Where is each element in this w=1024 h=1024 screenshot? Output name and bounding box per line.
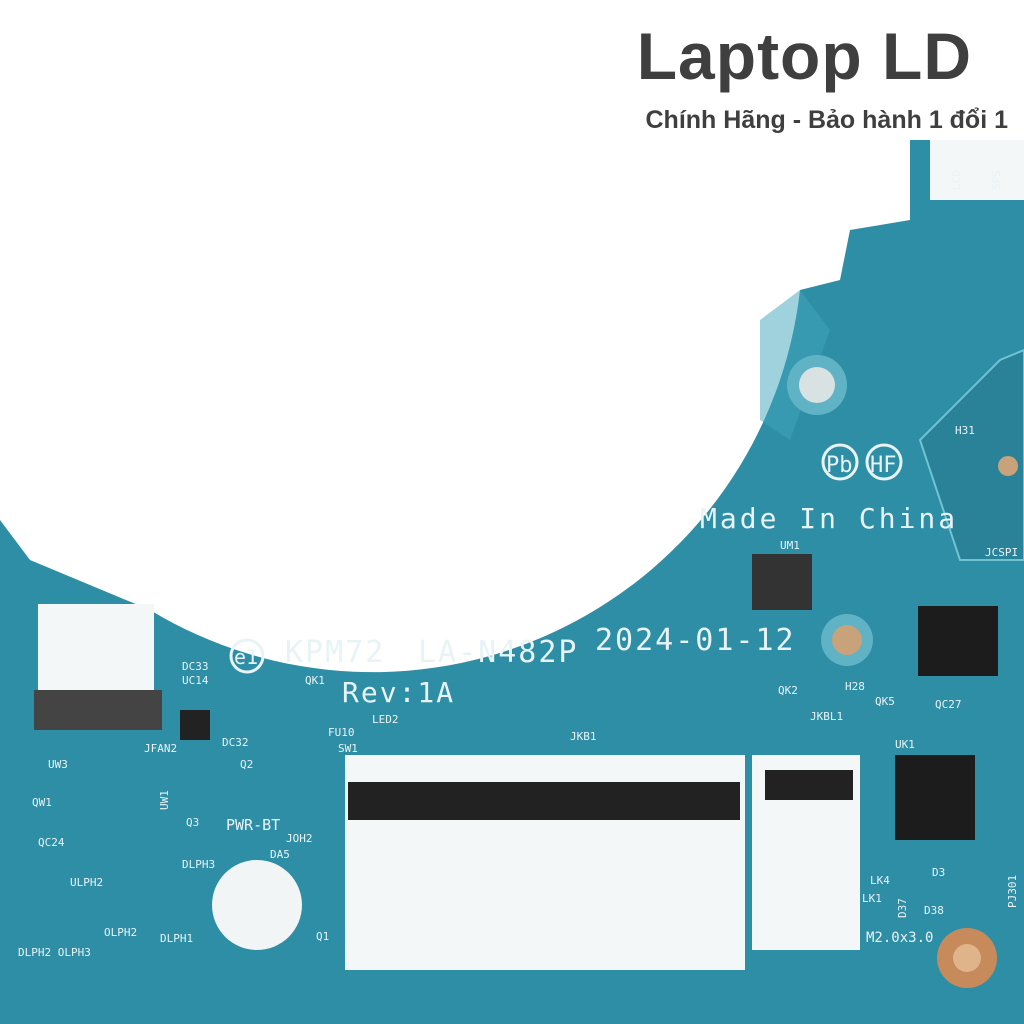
silkscreen-label: D38 bbox=[924, 904, 944, 917]
silkscreen-label: QW1 bbox=[32, 796, 52, 809]
silkscreen-label: JCSPI bbox=[985, 546, 1018, 559]
silkscreen-label: SPS bbox=[990, 170, 1003, 190]
board-marks: Pb HF e1 bbox=[229, 443, 903, 674]
heatsink-pad bbox=[918, 348, 1024, 561]
silkscreen-label: QK2 bbox=[778, 684, 798, 697]
pb-free-mark: Pb bbox=[826, 453, 853, 478]
silkscreen-label: LCD bbox=[950, 170, 963, 190]
board-revision: Rev:1A bbox=[342, 676, 455, 709]
silkscreen-label: JOH2 bbox=[286, 832, 313, 845]
silkscreen-label: Q3 bbox=[186, 816, 199, 829]
silkscreen-label: QC24 bbox=[38, 836, 65, 849]
silkscreen-label: M2.0x3.0 bbox=[866, 930, 933, 946]
board-model: KPM72 bbox=[285, 635, 385, 670]
silkscreen-label: UW3 bbox=[48, 758, 68, 771]
silkscreen-label: JKBL1 bbox=[810, 710, 843, 723]
ene-chip bbox=[895, 755, 975, 840]
winbond-chip bbox=[918, 606, 998, 676]
e1-mark: e1 bbox=[234, 645, 258, 669]
watermark-slogan: Chính Hãng - Bảo hành 1 đổi 1 bbox=[645, 106, 1009, 134]
lcd-connector-area bbox=[930, 140, 1024, 200]
silkscreen-label: UC14 bbox=[182, 674, 209, 687]
silkscreen-label: H31 bbox=[955, 424, 975, 437]
board-date: 2024-01-12 bbox=[595, 623, 796, 658]
silkscreen-label: UW1 bbox=[158, 790, 171, 810]
silkscreen-label: DLPH3 bbox=[182, 858, 215, 871]
contact-pad bbox=[212, 860, 302, 950]
silkscreen-label: OLPH2 bbox=[104, 926, 137, 939]
silkscreen-label: FU10 bbox=[328, 726, 355, 739]
silkscreen-label: D3 bbox=[932, 866, 945, 879]
silkscreen-label: DC32 bbox=[222, 736, 249, 749]
halogen-free-mark: HF bbox=[870, 453, 897, 478]
made-in-china-label: Made In China bbox=[700, 502, 958, 535]
silkscreen-label: QK5 bbox=[875, 695, 895, 708]
silkscreen-label: LK1 bbox=[862, 892, 882, 905]
silkscreen-label: LK4 bbox=[870, 874, 890, 887]
silkscreen-label: UK1 bbox=[895, 738, 915, 751]
silkscreen-label: QC27 bbox=[935, 698, 962, 711]
watermark-brand: Laptop LD bbox=[636, 19, 972, 93]
silkscreen-label: DC33 bbox=[182, 660, 209, 673]
silkscreen-label: UM1 bbox=[780, 539, 800, 552]
silkscreen-label: LED2 bbox=[372, 713, 399, 726]
silkscreen-label: DLPH2 OLPH3 bbox=[18, 946, 91, 959]
silkscreen-label: D37 bbox=[896, 898, 909, 918]
silkscreen-label: PWR-BT bbox=[226, 816, 280, 834]
silkscreen-label: DA5 bbox=[270, 848, 290, 861]
um1-chip bbox=[752, 554, 812, 610]
board-part-number: LA-N482P bbox=[418, 635, 579, 670]
silkscreen-label: PJ301 bbox=[1006, 875, 1019, 908]
silkscreen-label: Q2 bbox=[240, 758, 253, 771]
silkscreen-label: SW1 bbox=[338, 742, 358, 755]
silkscreen-labels: LCD SPS H31 UM1 JCSPI H28 QK5 QC27 QK2 J… bbox=[18, 170, 1019, 959]
silkscreen-label: QK1 bbox=[305, 674, 325, 687]
silkscreen-label: Q1 bbox=[316, 930, 329, 943]
silkscreen-label: H28 bbox=[845, 680, 865, 693]
silkscreen-label: JKB1 bbox=[570, 730, 597, 743]
silkscreen-label: DLPH1 bbox=[160, 932, 193, 945]
silkscreen-label: JFAN2 bbox=[144, 742, 177, 755]
silkscreen-label: ULPH2 bbox=[70, 876, 103, 889]
